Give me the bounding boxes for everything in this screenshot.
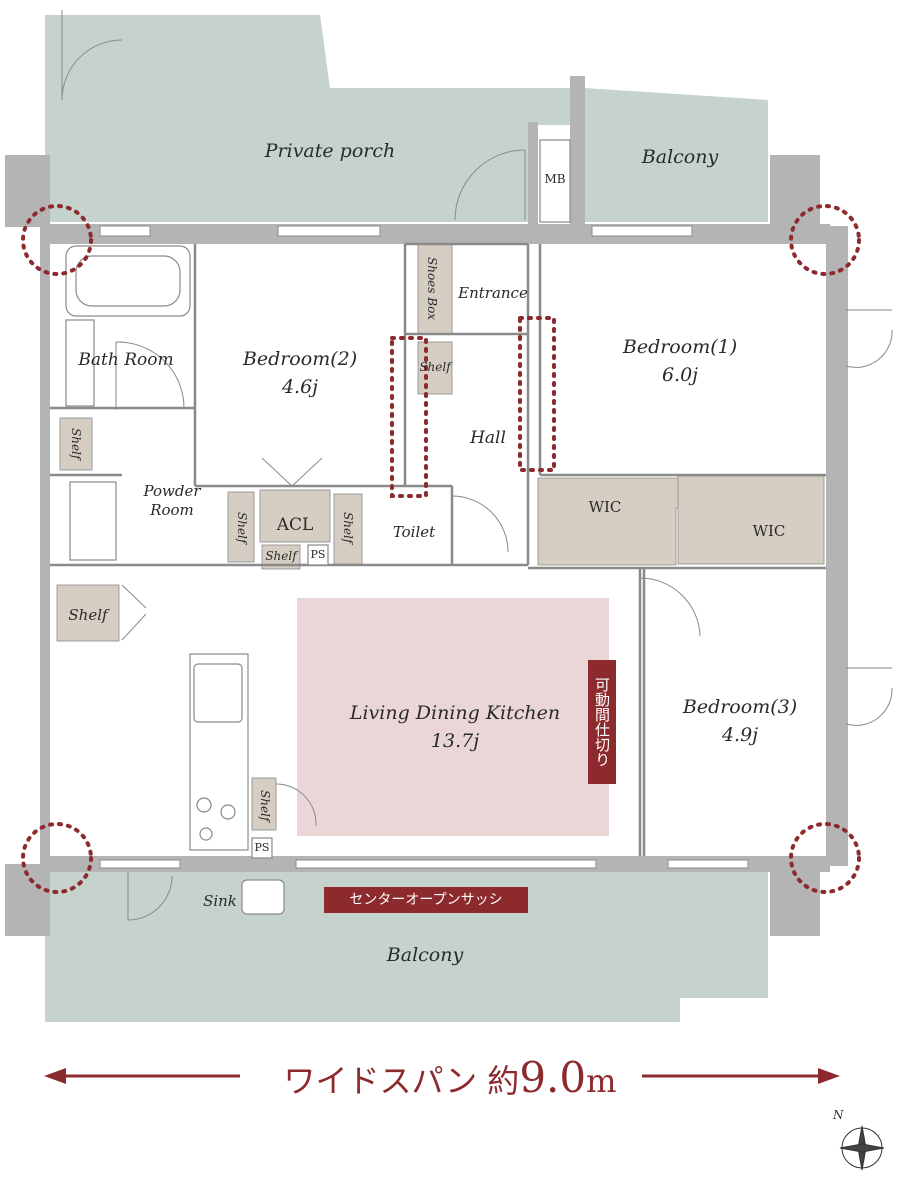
label-bedroom2-size: 4.6j xyxy=(281,376,319,398)
shelf-bath-area xyxy=(59,417,93,471)
dimension-arrows xyxy=(44,1068,840,1084)
label-bedroom3-size: 4.9j xyxy=(721,724,759,746)
label-shelf-bath: Shelf xyxy=(69,428,83,460)
dimension-unit: m xyxy=(586,1062,617,1100)
label-powder-room: Powder Room xyxy=(143,482,201,519)
balcony-top-area xyxy=(585,88,768,222)
label-shoes-box: Shoes Box xyxy=(425,257,439,321)
private-porch-area xyxy=(45,15,570,222)
shelf-ldk-area xyxy=(56,584,120,642)
label-wic2: WIC xyxy=(752,522,786,540)
shelf-hall-area xyxy=(417,341,453,395)
label-wic1: WIC xyxy=(588,498,622,516)
label-bath-room: Bath Room xyxy=(78,350,174,370)
label-bedroom2: Bedroom(2) xyxy=(242,348,358,370)
label-shelf-toilet: Shelf xyxy=(341,512,355,544)
label-shelf-kitchen: Shelf xyxy=(258,790,272,822)
shoes-box-area xyxy=(417,243,453,335)
label-ldk: Living Dining Kitchen xyxy=(349,702,561,724)
label-shelf-ldk: Shelf xyxy=(68,606,108,624)
label-sink: Sink xyxy=(203,892,237,910)
mb-box xyxy=(539,139,571,223)
label-shelf-powder: Shelf xyxy=(235,512,249,544)
ps-box-2 xyxy=(251,837,273,859)
windows xyxy=(99,225,749,869)
pillar-markers xyxy=(21,204,861,894)
balcony-bottom-area xyxy=(45,870,768,1022)
washbasin xyxy=(69,481,117,561)
label-hall: Hall xyxy=(470,428,506,448)
shelf-toilet-area xyxy=(333,493,363,565)
label-balcony-top: Balcony xyxy=(641,146,719,168)
outdoor-areas xyxy=(45,15,768,1022)
shelf-powder-area xyxy=(227,491,255,563)
badge-movable-partition: 可動間仕切り xyxy=(588,660,616,784)
compass-north-label: N xyxy=(833,1108,844,1122)
dimension-value: 9.0 xyxy=(519,1053,587,1102)
label-ps1: PS xyxy=(310,548,326,561)
label-entrance: Entrance xyxy=(458,284,528,302)
badge-center-open-sash: センターオープンサッシ xyxy=(324,887,528,913)
bath-floor xyxy=(65,319,95,407)
sink-fixture xyxy=(241,879,285,915)
storage-areas xyxy=(56,243,825,831)
wide-span-dimension: ワイドスパン 約9.0m xyxy=(270,1050,630,1109)
ps-box-1 xyxy=(307,544,329,566)
dimension-prefix: ワイドスパン 約 xyxy=(283,1062,520,1100)
acl-area xyxy=(259,489,331,543)
label-ps2: PS xyxy=(254,841,270,854)
label-private-porch: Private porch xyxy=(264,140,396,162)
interior-walls xyxy=(50,242,826,856)
label-balcony-bottom: Balcony xyxy=(386,944,464,966)
label-shelf-acl: Shelf xyxy=(265,549,297,563)
label-bedroom1: Bedroom(1) xyxy=(622,336,738,358)
ldk-tint xyxy=(297,598,609,836)
fixtures xyxy=(65,139,571,915)
wic2-area xyxy=(677,475,825,565)
shelf-kitchen-area xyxy=(251,777,277,831)
label-ldk-size: 13.7j xyxy=(430,730,480,752)
label-bedroom1-size: 6.0j xyxy=(661,364,699,386)
label-mb: MB xyxy=(544,172,566,186)
label-shelf-hall: Shelf xyxy=(419,360,451,374)
compass-icon xyxy=(839,1125,885,1171)
doors xyxy=(61,10,893,921)
label-acl: ACL xyxy=(276,515,314,535)
label-toilet: Toilet xyxy=(392,523,436,541)
label-bedroom3: Bedroom(3) xyxy=(682,696,798,718)
